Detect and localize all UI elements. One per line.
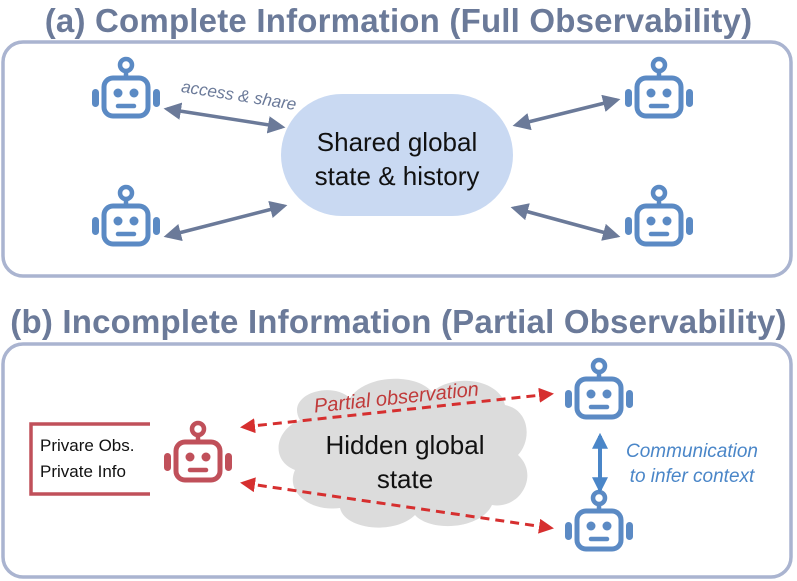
robot-icon: [625, 187, 693, 244]
shared-state-label-line2: state & history: [315, 161, 480, 191]
robot-icon: [565, 492, 633, 549]
arrow-br: [510, 203, 621, 241]
robot-icon: [565, 360, 633, 417]
arrow-tl: [163, 102, 286, 134]
shared-state-ellipse: [281, 94, 513, 216]
private-info-bracket: [29, 422, 150, 496]
hidden-state-label-line1: Hidden global: [325, 430, 484, 460]
robot-icon: [625, 59, 693, 116]
hidden-state-label-line2: state: [377, 464, 433, 494]
partial-obs-arrow-top: [240, 387, 554, 434]
panel-a-frame: [1, 40, 793, 278]
communication-label-line1: Communication: [626, 441, 758, 462]
panel-b-title: (b) Incomplete Information (Partial Obse…: [10, 303, 787, 340]
robot-icon: [92, 187, 160, 244]
shared-state-label-line1: Shared global: [317, 127, 477, 157]
communication-label-line2: to infer context: [630, 466, 755, 487]
access-share-label: access & share: [180, 77, 298, 114]
panel-b-frame: [1, 342, 793, 579]
arrow-tr: [512, 94, 621, 131]
private-obs-label: Privare Obs.: [40, 436, 134, 455]
robot-icon: [164, 423, 232, 480]
private-info-label: Private Info: [40, 462, 126, 481]
panel-a-title: (a) Complete Information (Full Observabi…: [44, 2, 753, 39]
robot-icon: [92, 59, 160, 116]
arrow-bl: [163, 201, 288, 241]
partial-obs-arrow-bottom: [240, 477, 554, 534]
